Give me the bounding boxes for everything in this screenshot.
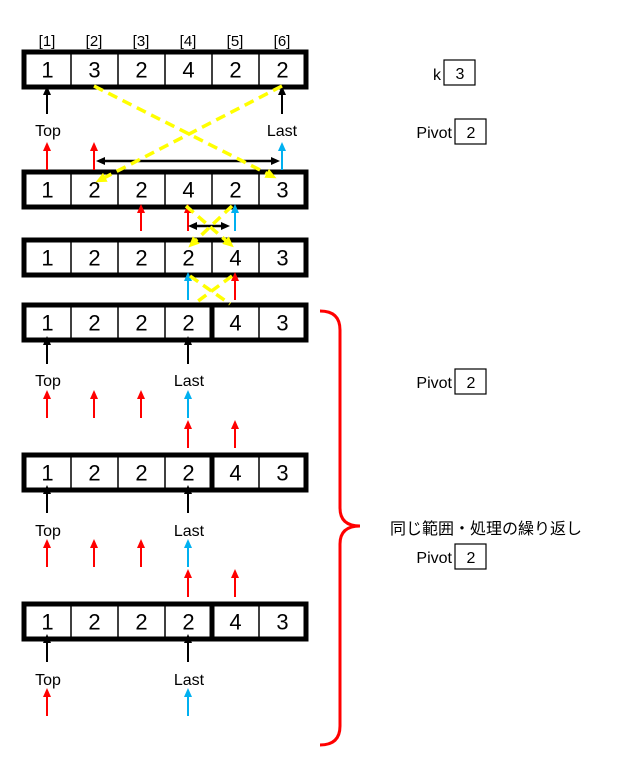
k-label: k	[433, 67, 442, 84]
array-cell-value: 4	[229, 461, 241, 486]
pivot-value-box	[454, 118, 487, 145]
array-row: 1 2 2 4 2 3	[21, 169, 309, 210]
pivot-value: 2	[467, 125, 476, 142]
array-cell-value: 2	[135, 311, 147, 336]
swap-line	[95, 84, 283, 183]
index-label: [2]	[86, 33, 103, 50]
index-label: [6]	[274, 33, 291, 50]
swap-line	[188, 204, 234, 248]
last-label: Last	[174, 672, 205, 689]
k-box: k 3	[433, 59, 476, 86]
pivot-value: 2	[467, 550, 476, 567]
array-cell-value: 2	[88, 246, 100, 271]
array-cell-value: 2	[135, 178, 147, 203]
array-cell-value: 1	[41, 311, 53, 336]
top-label: Top	[35, 123, 61, 140]
array-row: 1 2 2 2 4 3	[21, 601, 309, 642]
pivot-value: 2	[467, 375, 476, 392]
index-labels: [1] [2] [3] [4] [5] [6]	[39, 33, 291, 50]
array-cell-value: 2	[135, 610, 147, 635]
top-label: Top	[35, 373, 61, 390]
swap-line	[184, 204, 234, 248]
index-label: [5]	[227, 33, 244, 50]
array-cell-value: 2	[88, 610, 100, 635]
array-cell-value: 4	[182, 178, 194, 203]
array-cell-value: 2	[135, 58, 147, 83]
array-cell-value: 1	[41, 246, 53, 271]
array-row: 1 2 2 2 4 3	[21, 452, 309, 493]
array-cell-value: 2	[182, 311, 194, 336]
index-label: [1]	[39, 33, 56, 50]
pivot-box-2: Pivot 2	[416, 368, 487, 395]
array-row: 1 3 2 4 2 2	[21, 49, 309, 90]
pivot-value-box	[454, 543, 487, 570]
pivot-box-3: Pivot 2	[416, 543, 487, 570]
array-cell-value: 3	[276, 610, 288, 635]
top-label: Top	[35, 523, 61, 540]
array-cell-value: 3	[276, 178, 288, 203]
last-label: Last	[174, 523, 205, 540]
array-cell-value: 3	[276, 311, 288, 336]
last-scan-arrows	[184, 142, 286, 716]
index-label: [3]	[133, 33, 150, 50]
array-cell-value: 2	[182, 246, 194, 271]
array-row: 1 2 2 2 4 3	[21, 302, 309, 343]
swap-line	[93, 84, 277, 179]
array-cell-value: 2	[182, 461, 194, 486]
array-cell-value: 2	[182, 610, 194, 635]
top-scan-arrows	[43, 142, 239, 716]
last-label: Last	[267, 123, 298, 140]
array-cell-value: 2	[276, 58, 288, 83]
top-last-labels: Top Last Top Last Top Last Top Last	[35, 123, 298, 689]
array-row: 1 2 2 2 4 3	[21, 237, 309, 278]
swap-lines	[93, 84, 283, 306]
top-label: Top	[35, 672, 61, 689]
repeat-bracket	[319, 309, 361, 747]
array-cell-value: 1	[41, 610, 53, 635]
array-cell-value: 2	[135, 461, 147, 486]
k-value: 3	[456, 66, 465, 83]
array-cell-value: 1	[41, 178, 53, 203]
swap-line	[188, 274, 232, 306]
repeat-note: 同じ範囲・処理の繰り返し	[390, 520, 582, 538]
index-label: [4]	[180, 33, 197, 50]
array-cell-value: 2	[229, 178, 241, 203]
swap-line	[192, 274, 234, 306]
array-cell-value: 4	[229, 311, 241, 336]
pivot-box-1: Pivot 2	[416, 118, 487, 145]
array-cell-value: 4	[229, 246, 241, 271]
pivot-label: Pivot	[416, 125, 452, 142]
last-label: Last	[174, 373, 205, 390]
array-cell-value: 3	[88, 58, 100, 83]
array-rows: 1 3 2 4 2 2 1 2 2 4 2 3 1 2 2 2 4 3 1 2 2 2 4 3 1 2 2 2 4 3 1 2 2 2 4 3	[21, 49, 309, 642]
array-cell-value: 2	[88, 178, 100, 203]
array-cell-value: 1	[41, 58, 53, 83]
array-cell-value: 3	[276, 246, 288, 271]
array-cell-value: 2	[229, 58, 241, 83]
k-value-box	[443, 59, 476, 86]
array-cell-value: 1	[41, 461, 53, 486]
pivot-label: Pivot	[416, 550, 452, 567]
array-cell-value: 2	[88, 311, 100, 336]
pivot-value-box	[454, 368, 487, 395]
array-cell-value: 2	[135, 246, 147, 271]
pivot-label: Pivot	[416, 375, 452, 392]
marker-arrows	[43, 86, 286, 662]
array-cell-value: 2	[88, 461, 100, 486]
array-cell-value: 4	[229, 610, 241, 635]
array-cell-value: 3	[276, 461, 288, 486]
array-cell-value: 4	[182, 58, 194, 83]
